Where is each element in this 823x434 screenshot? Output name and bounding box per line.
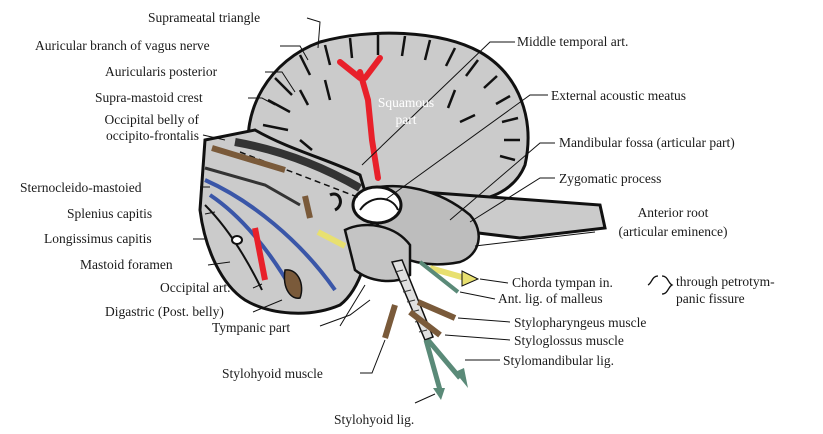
label-supra-mastoid-crest: Supra-mastoid crest [95,90,203,105]
label-auricular-branch-vagus: Auricular branch of vagus nerve [35,38,210,53]
label-squamous-line1: Squamous [375,95,437,110]
label-suprameatal-triangle: Suprameatal triangle [148,10,260,25]
label-through-petrotym-line2: panic fissure [676,291,745,306]
external-acoustic-meatus-opening [353,187,401,223]
label-digastric: Digastric (Post. belly) [105,304,224,319]
label-splenius-capitis: Splenius capitis [67,206,152,221]
label-squamous-line2: part [375,112,437,127]
label-occipital-art: Occipital art. [160,280,230,295]
label-mastoid-foramen: Mastoid foramen [80,257,173,272]
label-tympanic-part: Tympanic part [212,320,290,335]
label-mandibular-fossa: Mandibular fossa (articular part) [559,135,735,150]
fissure-brace [662,276,672,294]
label-middle-temporal-art: Middle temporal art. [517,34,628,49]
label-stylopharyngeus: Stylopharyngeus muscle [514,315,646,330]
stylohyoid-muscle-band [385,305,395,338]
label-auricularis-posterior: Auricularis posterior [105,64,217,79]
chorda-arrowhead [462,271,478,286]
label-styloglossus: Styloglossus muscle [514,333,624,348]
label-chorda-tympani: Chorda tympan in. [512,275,613,290]
label-zygomatic-process: Zygomatic process [559,171,661,186]
label-occipital-belly-line1: Occipital belly of [62,112,199,127]
label-stylohyoid-muscle: Stylohyoid muscle [222,366,323,381]
label-stylohyoid-lig: Stylohyoid lig. [334,412,414,427]
label-ant-lig-malleus: Ant. lig. of malleus [498,291,603,306]
label-external-acoustic-meatus: External acoustic meatus [551,88,686,103]
chorda-bracket [648,276,658,285]
label-occipital-belly-line2: occipito-frontalis [62,128,199,143]
label-longissimus-capitis: Longissimus capitis [44,231,152,246]
label-through-petrotym-line1: through petrotym- [676,274,775,289]
label-sternocleido-mastoied: Sternocleido-mastoied [20,180,141,195]
mastoid-foramen-hole [232,236,242,244]
label-anterior-root-line1: Anterior root [598,205,748,220]
label-stylomandibular: Stylomandibular lig. [503,353,614,368]
label-anterior-root-line2: (articular eminence) [598,224,748,239]
